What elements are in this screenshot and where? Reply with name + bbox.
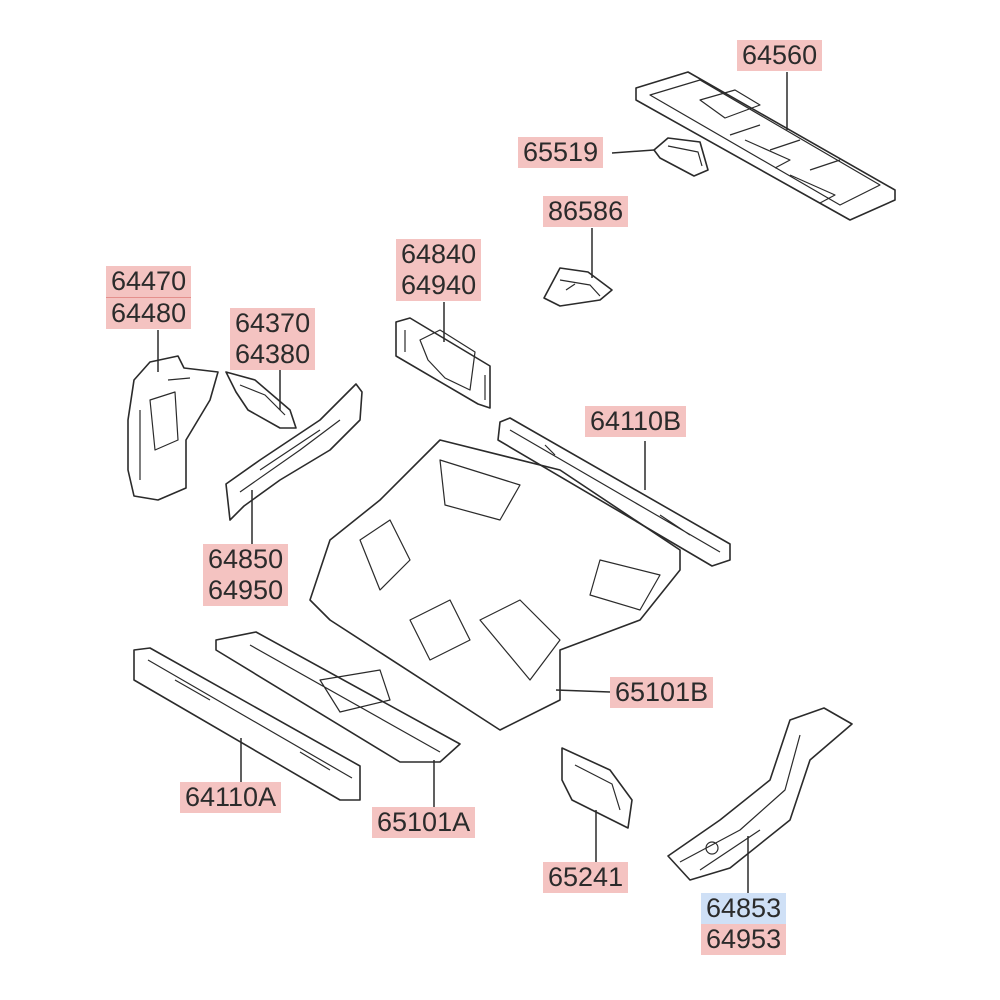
label-65519[interactable]: 65519 [518, 137, 604, 168]
label-86586[interactable]: 86586 [543, 196, 629, 227]
part-64840-panel [395, 317, 491, 409]
part-64470-side-panel [127, 355, 219, 501]
part-65101a-floor-panel [215, 631, 461, 763]
label-64840[interactable]: 64840 [396, 239, 482, 272]
label-65101a[interactable]: 65101A [372, 807, 476, 838]
label-64110b[interactable]: 64110B [585, 406, 687, 437]
label-64940[interactable]: 64940 [396, 270, 482, 301]
leader-65519 [611, 149, 655, 154]
part-64850-side-rail [225, 383, 363, 521]
label-65241[interactable]: 65241 [543, 862, 629, 893]
part-64370-bracket [225, 371, 297, 429]
label-64370[interactable]: 64370 [230, 308, 316, 341]
part-64110b-cross-member [497, 417, 731, 567]
part-64853-side-member [667, 707, 853, 881]
label-64560[interactable]: 64560 [737, 40, 823, 71]
part-65241-panel [561, 747, 633, 829]
label-64480[interactable]: 64480 [106, 298, 192, 329]
label-64110a[interactable]: 64110A [180, 782, 282, 813]
label-64850[interactable]: 64850 [203, 544, 289, 577]
label-64380[interactable]: 64380 [230, 339, 316, 370]
label-65101b[interactable]: 65101B [610, 677, 714, 708]
part-65101b-floor-panel [309, 439, 681, 731]
label-64953[interactable]: 64953 [701, 924, 787, 955]
part-65519-bracket [653, 137, 709, 177]
label-64950[interactable]: 64950 [203, 575, 289, 606]
part-64560-rear-panel [635, 71, 896, 221]
part-86586-bracket [543, 267, 613, 307]
label-64853[interactable]: 64853 [701, 893, 787, 924]
leader-lines [157, 72, 788, 893]
part-64110a-cross-member [133, 647, 361, 801]
leader-65101b [555, 689, 611, 693]
label-64470[interactable]: 64470 [106, 266, 192, 299]
